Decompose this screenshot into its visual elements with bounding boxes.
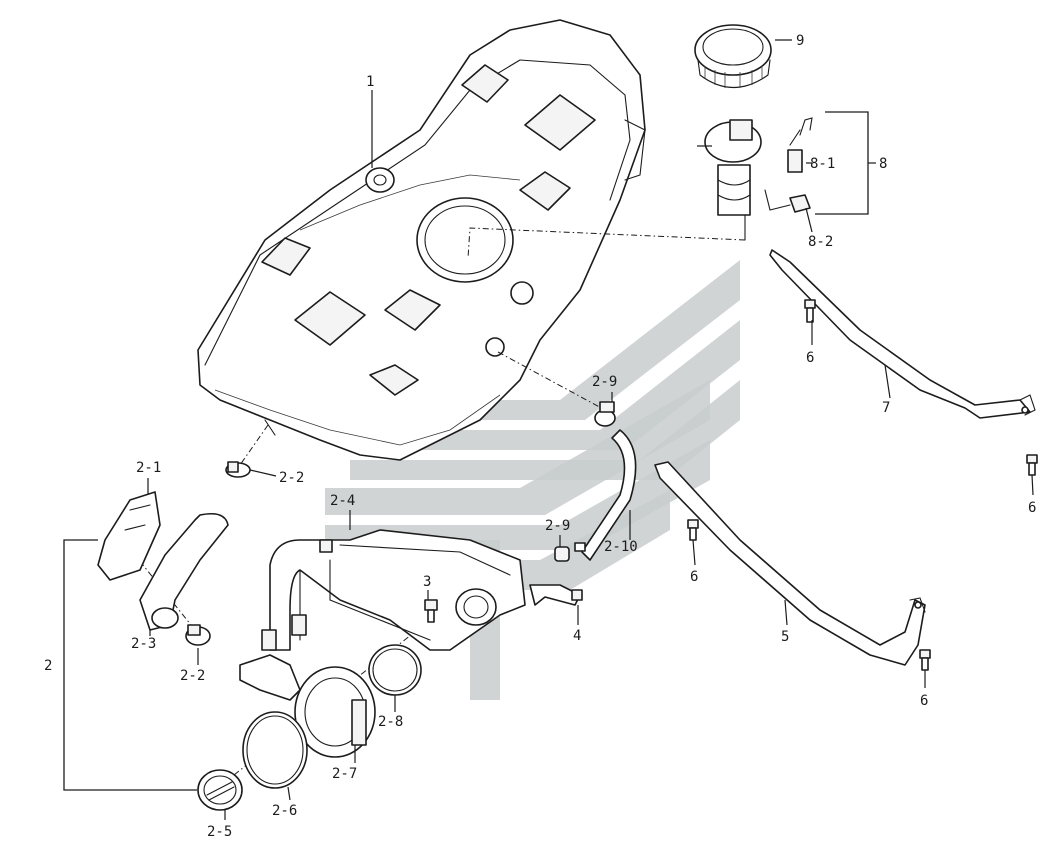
label-2: 2 (44, 658, 52, 674)
hose-cover-2-1[interactable] (97, 491, 161, 581)
hose-clamp-2-2-lower[interactable] (185, 624, 211, 646)
hose-clip-2-9-lower[interactable] (554, 542, 586, 562)
filler-hose-2-3[interactable] (139, 512, 229, 631)
label-6-b: 6 (1028, 500, 1036, 516)
label-2-10: 2-10 (604, 539, 638, 555)
label-2-3: 2-3 (131, 636, 156, 652)
bolt-6-d[interactable] (919, 649, 931, 671)
label-3: 3 (423, 574, 431, 590)
label-5: 5 (781, 629, 789, 645)
label-2-7: 2-7 (332, 766, 357, 782)
label-2-8: 2-8 (378, 714, 403, 730)
fuel-pump-assembly[interactable] (704, 119, 762, 241)
fuel-sensor-part-8-1[interactable] (787, 117, 813, 173)
label-8-2: 8-2 (808, 234, 833, 250)
part-labels: 1 9 8 8-1 8-2 6 7 6 6 5 6 2-1 2-2 2 2-3 … (44, 33, 1036, 840)
label-6-a: 6 (806, 350, 814, 366)
lock-ring[interactable] (694, 24, 772, 88)
label-2-9-lower: 2-9 (545, 518, 570, 534)
gasket-2-6[interactable] (242, 711, 308, 789)
bolt-6-c[interactable] (687, 519, 699, 541)
label-9: 9 (796, 33, 804, 49)
tank-band-5[interactable] (654, 461, 926, 666)
bolt-6-a[interactable] (804, 299, 816, 323)
screw-3[interactable] (424, 599, 438, 623)
leader-lines (147, 39, 1034, 820)
label-7: 7 (882, 400, 890, 416)
hose-clip-2-9-upper[interactable] (594, 401, 616, 427)
label-2-2-lower: 2-2 (180, 668, 205, 684)
hose-clamp-2-2-upper[interactable] (225, 461, 251, 478)
o-ring-2-8[interactable] (368, 644, 422, 696)
fuel-tank[interactable] (197, 19, 646, 461)
filler-pipe-lower[interactable] (239, 654, 301, 701)
label-8: 8 (879, 156, 887, 172)
fuel-sensor-part-8-2[interactable] (764, 189, 811, 213)
label-2-4: 2-4 (330, 493, 355, 509)
bolt-6-b[interactable] (1026, 454, 1038, 476)
fuel-cap-2-5[interactable] (197, 769, 243, 811)
label-6-d: 6 (920, 693, 928, 709)
label-2-2-upper: 2-2 (279, 470, 304, 486)
label-2-5: 2-5 (207, 824, 232, 840)
label-8-1: 8-1 (810, 156, 835, 172)
bracket-2 (63, 539, 197, 791)
label-2-1: 2-1 (136, 460, 161, 476)
tank-band-7[interactable] (769, 249, 1036, 419)
label-2-6: 2-6 (272, 803, 297, 819)
bracket-4[interactable] (529, 584, 583, 606)
leader-8-2 (805, 207, 813, 233)
filler-ring-2-7[interactable] (294, 666, 376, 758)
label-2-9-upper: 2-9 (592, 374, 617, 390)
label-4: 4 (573, 628, 581, 644)
label-1: 1 (366, 74, 374, 90)
breather-hose-2-10[interactable] (581, 429, 637, 561)
label-6-c: 6 (690, 569, 698, 585)
filler-pipe-2-4[interactable] (261, 529, 526, 651)
